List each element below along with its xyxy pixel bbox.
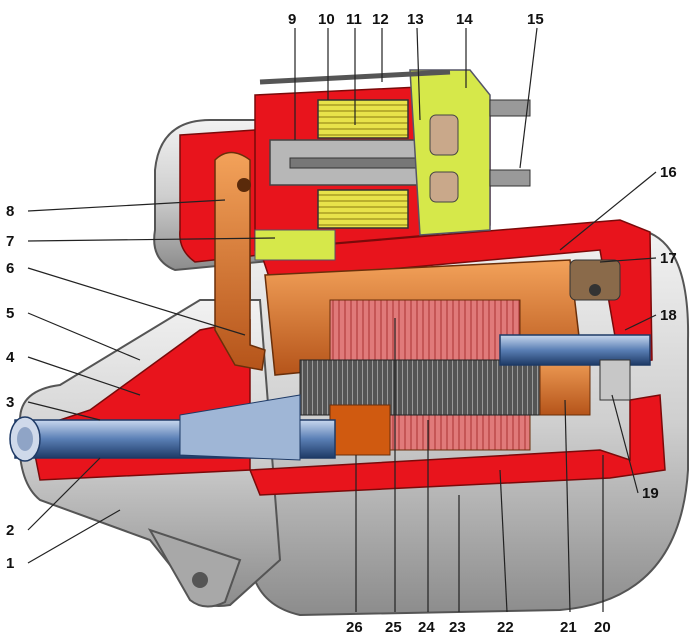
callout-3: 3	[6, 394, 14, 411]
callout-13: 13	[407, 11, 424, 28]
solenoid-hold-in-winding	[317, 189, 409, 229]
solenoid-assembly	[254, 69, 531, 261]
brush-holder	[569, 259, 631, 401]
callout-9: 9	[288, 11, 296, 28]
armature-end-winding	[329, 404, 391, 456]
lever-pivot	[237, 178, 251, 192]
callout-numbers: 1 2 3 4 5 6 7 8 9 10 11 12 13 14 15 16 1…	[6, 11, 677, 636]
callout-6: 6	[6, 260, 14, 277]
callout-4: 4	[6, 349, 15, 366]
callout-23: 23	[449, 619, 466, 636]
terminal-bolt-upper	[489, 99, 531, 117]
callout-2: 2	[6, 522, 14, 539]
callout-11: 11	[346, 11, 362, 28]
solenoid-mount	[254, 229, 336, 261]
callout-1: 1	[6, 555, 14, 572]
callout-17: 17	[660, 250, 677, 267]
terminal-bolt-lower	[489, 169, 531, 187]
callout-22: 22	[497, 619, 514, 636]
callout-14: 14	[456, 11, 473, 28]
callout-20: 20	[594, 619, 611, 636]
callout-26: 26	[346, 619, 363, 636]
callout-25: 25	[385, 619, 402, 636]
callout-21: 21	[560, 619, 577, 636]
callout-18: 18	[660, 307, 677, 324]
callout-12: 12	[372, 11, 389, 28]
solenoid-pull-in-winding	[317, 99, 409, 139]
callout-5: 5	[6, 305, 14, 322]
callout-7: 7	[6, 233, 14, 250]
drive-lever	[214, 151, 266, 371]
pinion-drive	[179, 394, 301, 461]
callout-8: 8	[6, 203, 14, 220]
leader-lines	[27, 27, 657, 613]
callout-19: 19	[642, 485, 659, 502]
stator-pole	[329, 299, 521, 361]
contact-plate-lower	[429, 171, 459, 203]
contact-plate	[429, 114, 459, 156]
callout-16: 16	[660, 164, 677, 181]
callout-15: 15	[527, 11, 544, 28]
callout-10: 10	[318, 11, 335, 28]
callout-24: 24	[418, 619, 435, 636]
